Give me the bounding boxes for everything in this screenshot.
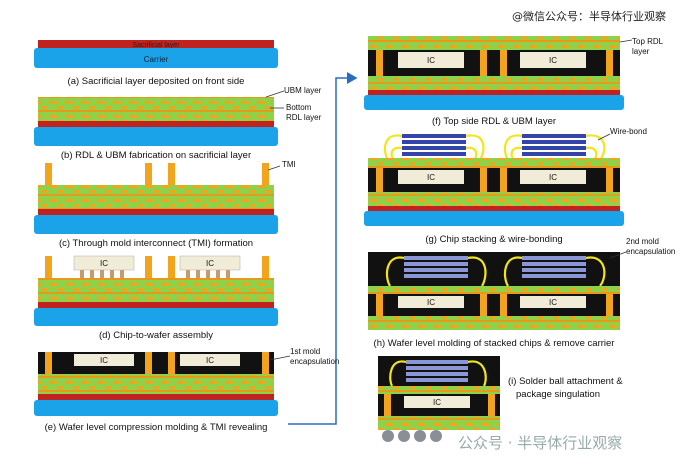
caption-g: (g) Chip stacking & wire-bonding: [425, 234, 562, 245]
caption-d: (d) Chip-to-wafer assembly: [99, 330, 213, 341]
leader-tmi: [267, 165, 281, 171]
step-b: UBM layer Bottom RDL layer (b) RDL & UBM…: [34, 86, 322, 161]
caption-b: (b) RDL & UBM fabrication on sacrificial…: [61, 150, 251, 161]
ic-label: IC: [427, 56, 435, 65]
bottom-rdl: [38, 185, 274, 209]
tmi-pillar: [145, 256, 152, 278]
bottom-rdl: [368, 76, 620, 90]
tmi-pillar: [45, 163, 52, 185]
tmi-pillar: [262, 163, 269, 185]
ic-label: IC: [427, 298, 435, 307]
sacrificial-layer: [368, 206, 620, 211]
ic-label: IC: [549, 173, 557, 182]
bottom-rdl: [368, 316, 620, 330]
step-f: IC IC Top RDL layer (f) Top side RDL & U…: [364, 36, 664, 127]
leader-mold2: [609, 251, 627, 259]
bottom-rdl: [38, 374, 274, 394]
caption-i-1: (i) Solder ball attachment &: [508, 376, 623, 387]
solder-balls: [382, 430, 442, 442]
ic-chip: [74, 354, 134, 366]
bottom-rdl-label-1: Bottom: [286, 103, 312, 112]
step-d: IC IC (d) Chip-to-wafer assembly: [34, 255, 278, 341]
step-e: IC IC 1st mold encapsulation (e) Wafer l…: [34, 347, 339, 433]
leader-mold1: [269, 355, 291, 361]
carrier: [364, 95, 624, 110]
carrier-label: Carrier: [144, 55, 169, 64]
ic-chip: [520, 52, 586, 68]
bottom-rdl: [38, 278, 274, 302]
carrier: [34, 215, 278, 234]
tmi-pillar: [168, 163, 175, 185]
ubm-label: UBM layer: [284, 86, 322, 95]
top-rdl-label-1: Top RDL: [632, 37, 664, 46]
ic-chip: [404, 396, 470, 408]
watermark-top: @微信公众号：半导体行业观察: [512, 10, 666, 23]
top-rdl-label-2: layer: [632, 47, 650, 56]
wire-bond-label: Wire-bond: [610, 127, 647, 136]
ic-chip: [180, 354, 240, 366]
sacrificial-layer: [368, 90, 620, 95]
mold2-label-2: encapsulation: [626, 247, 675, 256]
ic-label: IC: [549, 56, 557, 65]
mold1-label-2: encapsulation: [290, 357, 339, 366]
top-rdl: [378, 386, 500, 394]
watermark-bottom: 公众号 · 半导体行业观察: [458, 434, 623, 452]
bottom-rdl-label-2: RDL layer: [286, 113, 322, 122]
caption-e: (e) Wafer level compression molding & TM…: [45, 422, 268, 433]
step-a: Sacrificial layer Carrier (a) Sacrificia…: [34, 40, 278, 87]
caption-c: (c) Through mold interconnect (TMI) form…: [59, 238, 253, 249]
flow-arrow: [288, 72, 358, 425]
mold2-label-1: 2nd mold: [626, 237, 659, 246]
ic-label: IC: [206, 356, 214, 365]
step-g: IC IC Wire-bond (g) Chip stacking & wire…: [364, 127, 647, 245]
bottom-rdl: [378, 416, 500, 430]
tmi-label: TMI: [282, 160, 296, 169]
carrier: [34, 400, 278, 416]
caption-h: (h) Wafer level molding of stacked chips…: [374, 338, 615, 349]
step-c: TMI (c) Through mold interconnect (TMI) …: [34, 160, 296, 249]
stacked-chips-left: [402, 134, 466, 156]
ic-label: IC: [206, 259, 214, 268]
ic-label: IC: [100, 356, 108, 365]
sacrificial-layer: [38, 40, 274, 48]
caption-i-2: package singulation: [516, 389, 600, 400]
sacrificial-layer: [38, 302, 274, 308]
ic-label: IC: [549, 298, 557, 307]
mold1-label-1: 1st mold: [290, 347, 320, 356]
sacrificial-layer: [38, 121, 274, 127]
ic-chip: [520, 170, 586, 184]
sacrificial-layer: [38, 209, 274, 215]
ic-chip: [520, 296, 586, 308]
carrier: [364, 211, 624, 226]
top-rdl: [368, 286, 620, 294]
carrier: [34, 48, 278, 68]
top-rdl: [368, 36, 620, 50]
caption-f: (f) Top side RDL & UBM layer: [432, 116, 556, 127]
tmi-pillar: [45, 256, 52, 278]
ic-chip: [398, 52, 464, 68]
leader-top-rdl: [619, 39, 633, 43]
ic-chip: [398, 170, 464, 184]
ic-chip: [398, 296, 464, 308]
tmi-pillar: [262, 256, 269, 278]
tmi-pillar: [168, 256, 175, 278]
stacked-chips-right: [522, 134, 586, 156]
ic-label: IC: [100, 259, 108, 268]
sacrificial-layer: [38, 394, 274, 400]
top-rdl: [368, 158, 620, 168]
caption-a: (a) Sacrificial layer deposited on front…: [68, 76, 245, 87]
bottom-rdl: [38, 97, 274, 121]
tmi-pillar: [145, 163, 152, 185]
step-h: IC IC 2nd mold encapsulation (h) Wafer l…: [368, 237, 675, 349]
leader-wire-bond: [597, 133, 611, 141]
carrier: [34, 308, 278, 326]
leader-ubm: [265, 90, 285, 98]
step-i: IC (i) Solder ball attachment & package …: [378, 356, 623, 442]
ic-label: IC: [427, 173, 435, 182]
bottom-rdl: [368, 192, 620, 206]
carrier: [34, 127, 278, 146]
ic-label: IC: [433, 398, 441, 407]
sacrificial-label: Sacrificial layer: [132, 42, 180, 49]
